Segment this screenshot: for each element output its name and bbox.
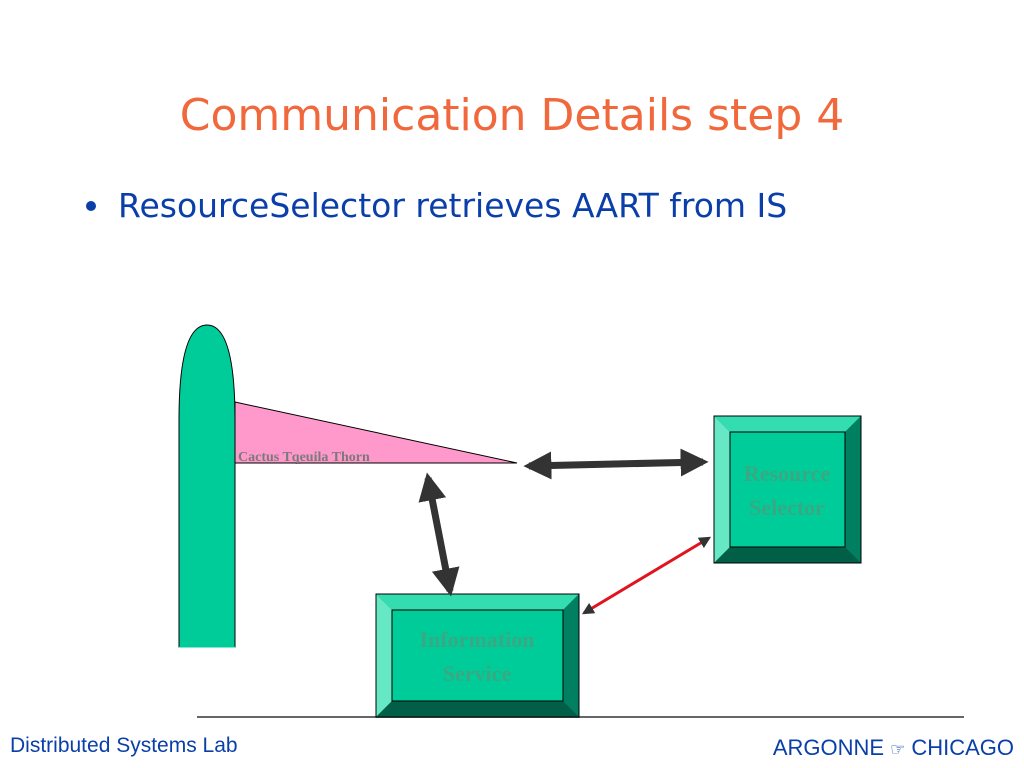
footer-institution: ARGONNE ☞ CHICAGO	[773, 735, 1014, 761]
cactus-thorn-label: Cactus Tqeuila Thorn	[238, 450, 370, 465]
cactus-thorn-wedge	[234, 401, 518, 464]
footer-argonne: ARGONNE	[772, 735, 885, 760]
thorn-to-information-service-arrow	[418, 472, 460, 597]
bullet-text: ResourceSelector retrieves AART from IS	[118, 186, 788, 225]
information-service-label-line2: Service	[443, 661, 512, 686]
slide-title: Communication Details step 4	[179, 90, 845, 141]
resource-selector-label-line1: Resource	[744, 461, 831, 486]
bullet-item: ResourceSelector retrieves AART from IS	[86, 186, 788, 225]
footer-lab-name: Distributed Systems Lab	[10, 734, 238, 757]
cactus-shape	[178, 324, 236, 648]
information-service-node: Information Service	[375, 593, 580, 718]
resource-selector-label-line2: Selector	[749, 495, 825, 520]
footer-chicago: CHICAGO	[911, 735, 1014, 760]
resource-selector-node: Resource Selector	[713, 415, 862, 564]
bullet-dot-icon	[86, 200, 96, 211]
information-service-label-line1: Information	[420, 627, 535, 652]
pointing-hand-icon: ☞	[890, 740, 906, 759]
selector-information-service-arrow	[581, 536, 712, 615]
thorn-to-selector-arrow	[523, 448, 709, 480]
